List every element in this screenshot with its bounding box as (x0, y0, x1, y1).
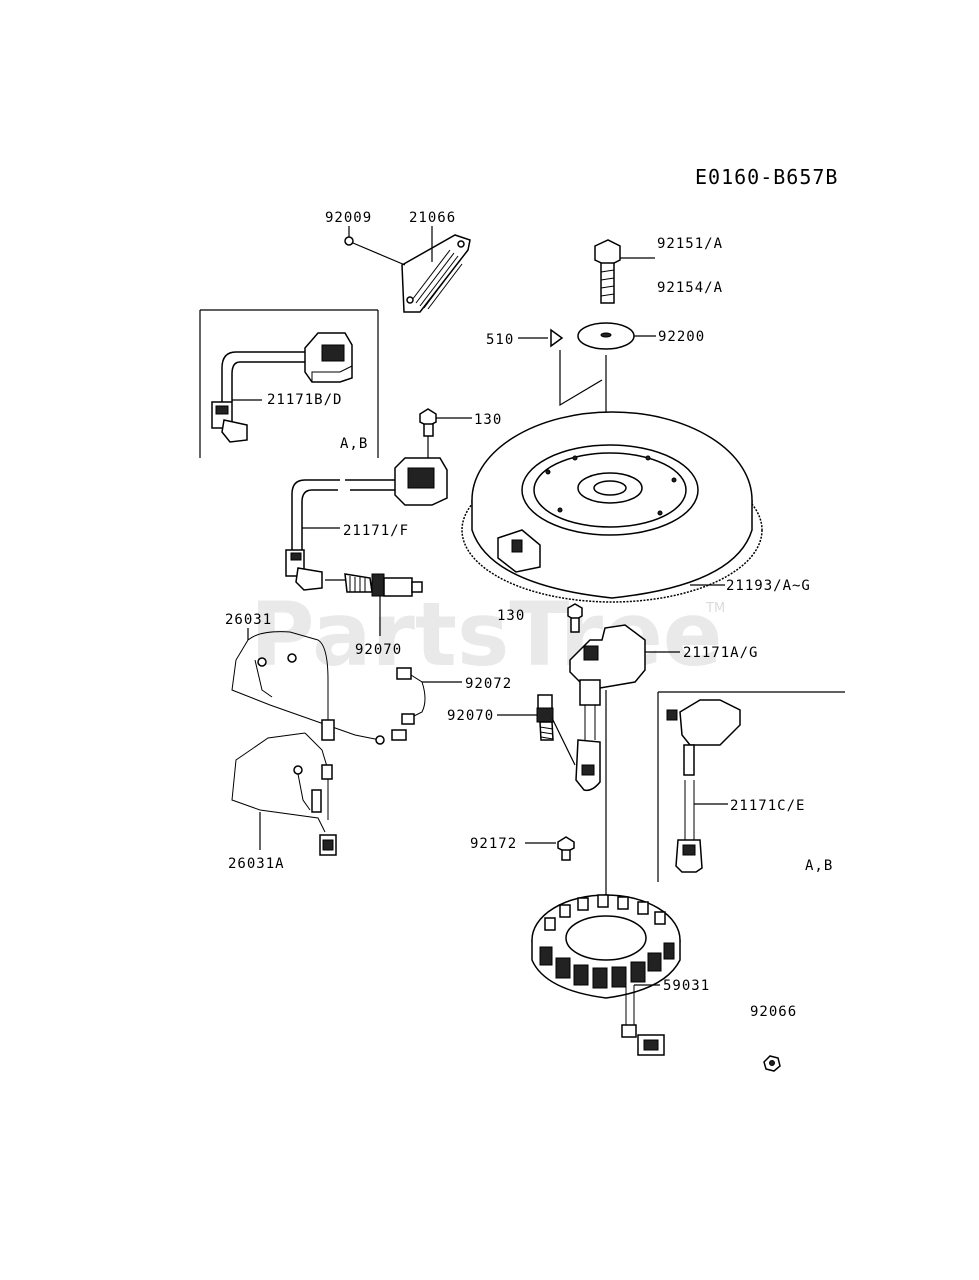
diagram-code: E0160-B657B (695, 165, 838, 189)
label-26031: 26031 (225, 612, 272, 628)
stator-59031[interactable] (531, 894, 681, 1056)
ignition-coil-21171f[interactable] (285, 457, 448, 591)
ignition-coil-21171bd[interactable] (211, 332, 353, 443)
bolt-92151[interactable] (594, 239, 621, 304)
label-92200: 92200 (658, 329, 705, 345)
inset-box-right (657, 691, 845, 882)
screw-92009[interactable] (344, 236, 406, 266)
label-510: 510 (486, 332, 514, 348)
bolt-92172[interactable] (557, 836, 575, 861)
bolt-130-upper[interactable] (419, 408, 437, 437)
spark-plug-92070-left[interactable] (325, 573, 423, 597)
inset-box-top-left (199, 309, 379, 458)
label-21066: 21066 (409, 210, 456, 226)
label-92172: 92172 (470, 836, 517, 852)
label-26031a: 26031A (228, 856, 285, 872)
label-21171ce: 21171C/E (730, 798, 805, 814)
label-21171bd: 21171B/D (267, 392, 342, 408)
bolt-130-lower[interactable] (567, 603, 583, 633)
label-92072: 92072 (465, 676, 512, 692)
label-92154: 92154/A (657, 280, 723, 296)
harness-26031a[interactable] (231, 732, 337, 856)
label-21171f: 21171/F (343, 523, 409, 539)
label-130-lower: 130 (497, 608, 525, 624)
harness-26031[interactable] (231, 631, 407, 745)
flywheel-21193[interactable] (461, 411, 763, 603)
label-ab-right: A,B (805, 858, 833, 874)
label-92151: 92151/A (657, 236, 723, 252)
ignition-coil-21171ce[interactable] (666, 699, 741, 873)
watermark-trademark: TM (705, 601, 725, 616)
label-92066: 92066 (750, 1004, 797, 1020)
key-510[interactable] (550, 328, 564, 348)
label-59031: 59031 (663, 978, 710, 994)
ignition-coil-21171ag[interactable] (569, 624, 646, 792)
regulator-21066[interactable] (401, 234, 471, 313)
label-21193: 21193/A~G (726, 578, 811, 594)
label-92070-right: 92070 (447, 708, 494, 724)
label-21171ag: 21171A/G (683, 645, 758, 661)
washer-92200[interactable] (577, 322, 635, 350)
label-92070-left: 92070 (355, 642, 402, 658)
nut-92066[interactable] (763, 1055, 781, 1072)
label-ab-top: A,B (340, 436, 368, 452)
spark-plug-92070-right[interactable] (536, 694, 576, 766)
label-130-upper: 130 (474, 412, 502, 428)
label-92009: 92009 (325, 210, 372, 226)
